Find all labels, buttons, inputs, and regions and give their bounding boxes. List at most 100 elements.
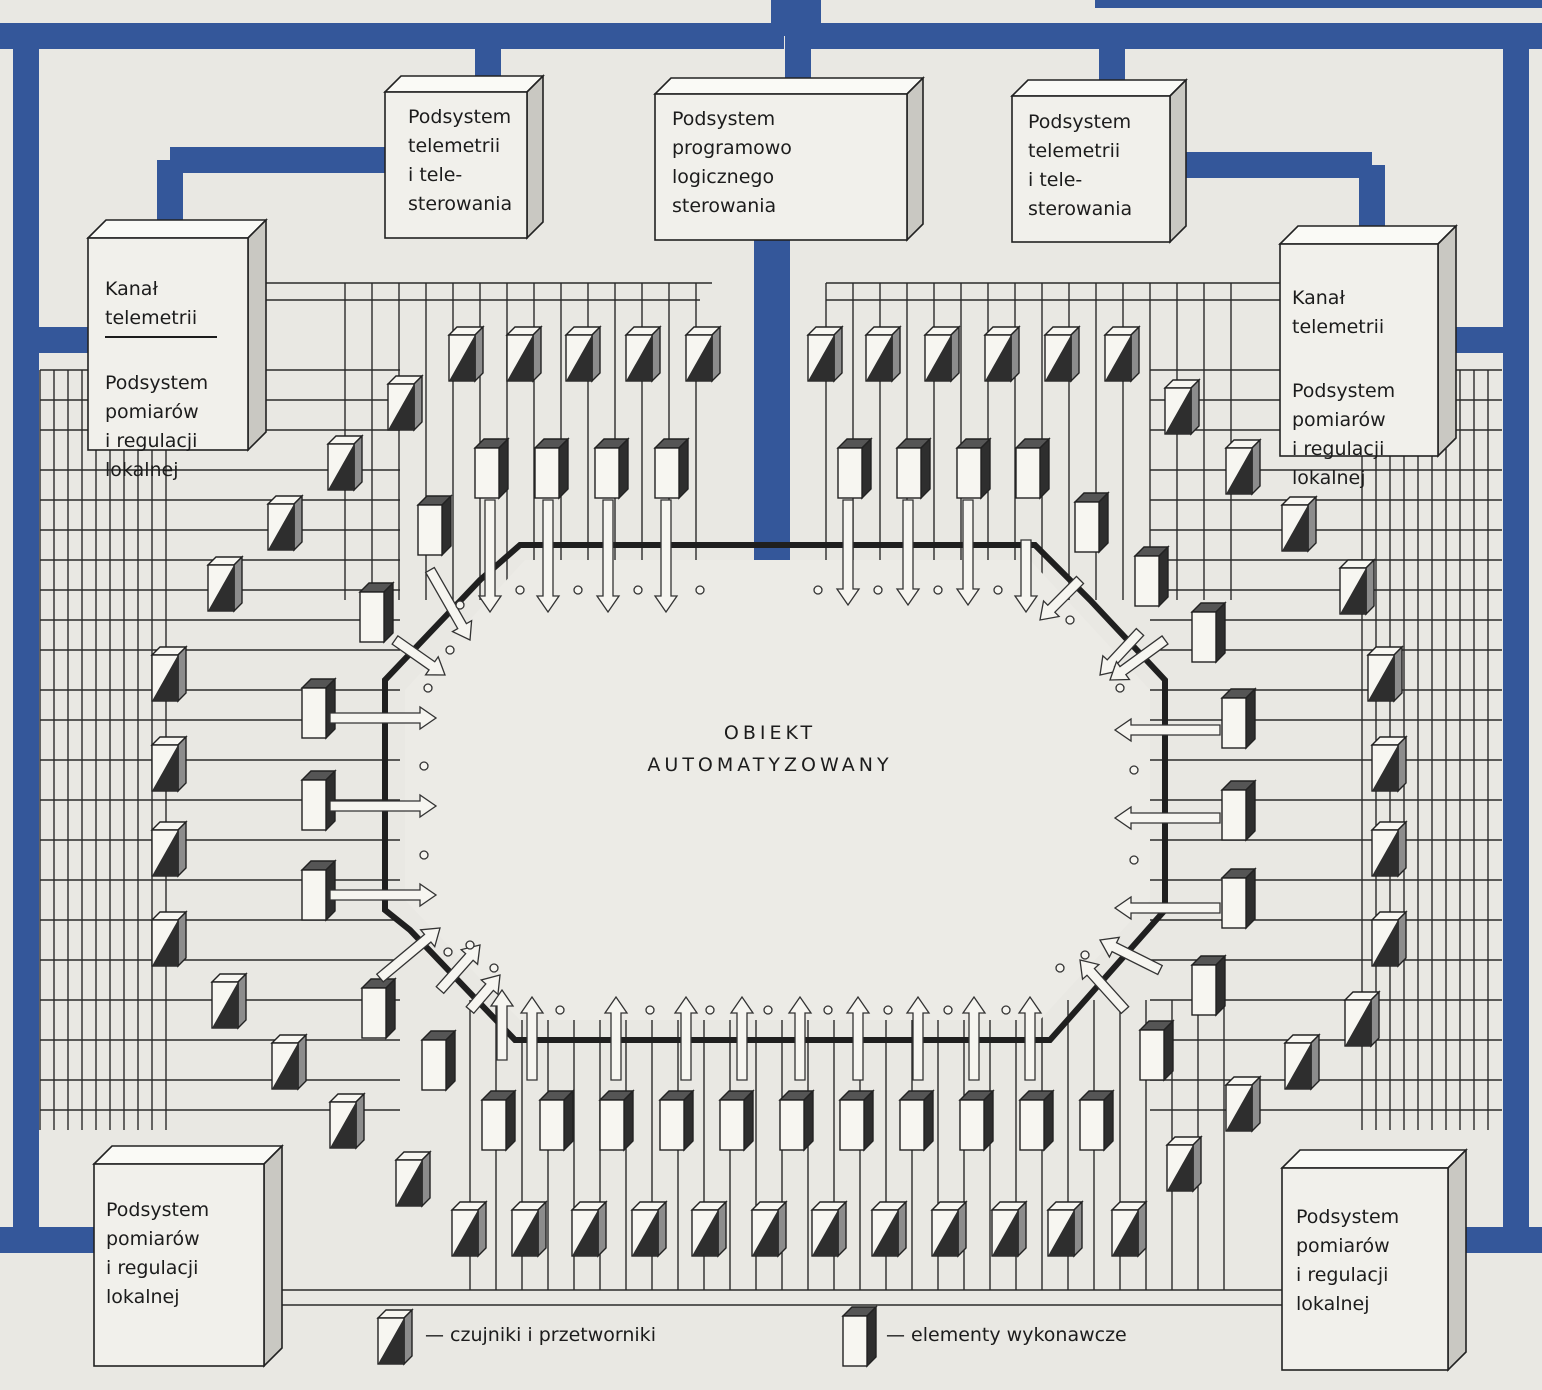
arrow-shape: [1013, 539, 1039, 614]
actuator-side: [980, 437, 991, 500]
connection-node-icon: [993, 585, 1003, 595]
connection-node-icon: [763, 1005, 773, 1015]
sensor-diagonal: [626, 335, 652, 381]
sensor-diagonal: [1372, 745, 1398, 791]
actuator-element-icon: [1073, 491, 1110, 554]
signal-arrow-icon: [329, 793, 438, 819]
sensor-diagonal: [1226, 448, 1252, 494]
sensor-side: [950, 325, 960, 383]
box-top: [1280, 1149, 1468, 1169]
sensor-transducer-icon: [570, 1200, 608, 1258]
actuator-side: [866, 1305, 877, 1368]
connection-node-icon: [813, 585, 823, 595]
actuator-element-icon: [1014, 437, 1051, 500]
sensor-diagonal: [808, 335, 834, 381]
sensor-side: [353, 434, 363, 492]
sensor-side: [1192, 1135, 1202, 1193]
actuator-element-icon: [300, 677, 337, 740]
actuator-front: [1134, 555, 1160, 607]
connection-node-icon: [423, 683, 433, 693]
sensor-diagonal: [330, 1102, 356, 1148]
actuator-front: [654, 447, 680, 499]
box-telemetry-right-label: Podsystem telemetrii i tele- sterowania: [1028, 111, 1133, 220]
sensor-side: [477, 1200, 487, 1258]
connection-node-icon: [573, 585, 583, 595]
sensor-transducer-icon: [983, 325, 1021, 383]
object-boundary: [382, 542, 1168, 1043]
actuator-side: [1245, 867, 1256, 930]
sensor-transducer-icon: [870, 1200, 908, 1258]
actuator-side: [623, 1089, 634, 1152]
actuator-side: [983, 1089, 994, 1152]
arrow-shape: [1039, 575, 1085, 621]
actuator-element-icon: [300, 769, 337, 832]
sensor-transducer-icon: [1110, 1200, 1148, 1258]
sensor-transducer-icon: [1224, 438, 1262, 496]
sensor-side: [537, 1200, 547, 1258]
sensor-side: [177, 735, 187, 793]
sensor-side: [1070, 325, 1080, 383]
connection-node-icon: [555, 1005, 565, 1015]
actuator-side: [863, 1089, 874, 1152]
connection-node-icon: [1001, 1005, 1011, 1015]
arrow-shape: [329, 882, 438, 908]
sensor-transducer-icon: [447, 325, 485, 383]
sensor-diagonal: [152, 830, 178, 876]
actuator-front: [301, 869, 327, 921]
side-box-left-label: Kanał telemetrii Podsystem pomiarów i re…: [105, 246, 245, 485]
sensor-diagonal: [1282, 505, 1308, 551]
legend-actuators-text: — elementy wykonawcze: [886, 1324, 1127, 1346]
sensor-transducer-icon: [328, 1092, 366, 1150]
signal-arrow-icon: [895, 499, 921, 607]
sensor-side: [657, 1200, 667, 1258]
sensor-transducer-icon: [750, 1200, 788, 1258]
actuator-element-icon: [420, 1029, 457, 1092]
sensor-transducer-icon: [150, 645, 188, 703]
sensor-transducer-icon: [1370, 910, 1408, 968]
box-front: [654, 93, 908, 241]
sensor-diagonal: [328, 444, 354, 490]
signal-arrow-icon: [653, 499, 679, 614]
actuator-front: [359, 591, 385, 643]
sensor-diagonal: [388, 384, 414, 430]
separator-line: [105, 336, 217, 338]
sensor-transducer-icon: [150, 910, 188, 968]
arrow-shape: [895, 499, 921, 607]
signal-arrow-icon: [835, 499, 861, 607]
actuator-front: [1221, 697, 1247, 749]
sensor-diagonal: [152, 655, 178, 701]
actuator-front: [421, 1039, 447, 1091]
signal-arrow-icon: [961, 995, 987, 1081]
sensor-diagonal: [212, 982, 238, 1028]
sensor-diagonal: [1112, 1210, 1138, 1256]
sensor-diagonal: [992, 1210, 1018, 1256]
signal-arrow-icon: [1113, 717, 1221, 743]
actuator-side: [1103, 1089, 1114, 1152]
connection-node-icon: [1129, 855, 1139, 865]
signal-arrow-icon: [391, 634, 446, 676]
sensor-diagonal: [1226, 1085, 1252, 1131]
connection-node-icon: [419, 850, 429, 860]
arrow-shape: [375, 927, 441, 983]
actuator-front: [896, 447, 922, 499]
box-side: [263, 1144, 283, 1368]
sensor-transducer-icon: [990, 1200, 1028, 1258]
sensor-side: [1010, 325, 1020, 383]
connection-node-icon: [515, 585, 525, 595]
actuator-element-icon: [1138, 1019, 1175, 1082]
sensor-diagonal: [1045, 335, 1071, 381]
sensor-diagonal: [866, 335, 892, 381]
sensor-diagonal: [1345, 1000, 1371, 1046]
signal-arrow-icon: [905, 995, 931, 1081]
box-top: [1278, 225, 1458, 245]
sensor-diagonal: [208, 565, 234, 611]
box-front: [1279, 243, 1439, 457]
sensor-diagonal: [152, 920, 178, 966]
sensor-transducer-icon: [210, 972, 248, 1030]
connection-node-icon: [823, 1005, 833, 1015]
sensor-transducer-icon: [1370, 820, 1408, 878]
communication-bus: [0, 0, 1542, 1253]
actuator-side: [383, 581, 394, 644]
sensor-diagonal: [1340, 568, 1366, 614]
sensor-diagonal: [985, 335, 1011, 381]
